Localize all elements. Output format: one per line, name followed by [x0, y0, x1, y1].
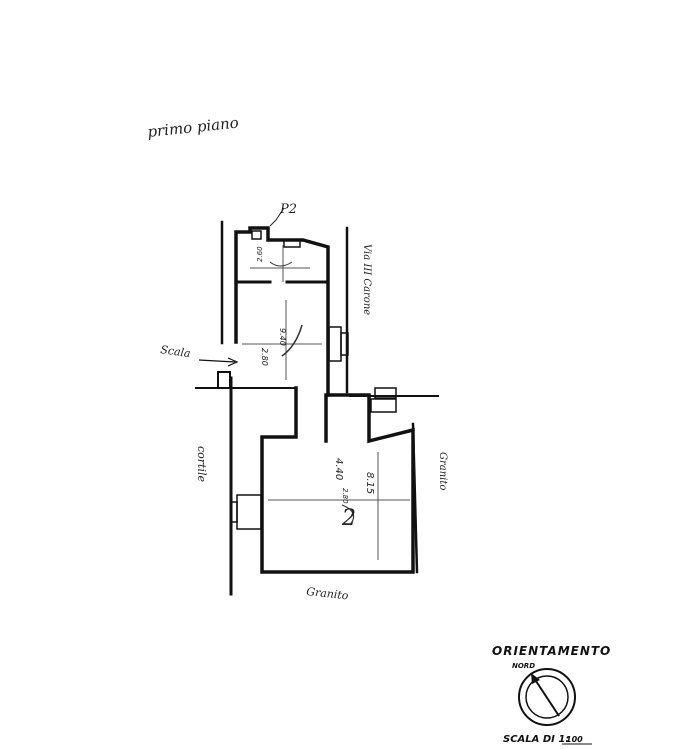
lower-room-curve: [341, 504, 355, 526]
stair-stub: [217, 371, 231, 389]
compass-outer-ring: [518, 668, 576, 726]
mid-room-length-label: 9.40: [278, 328, 287, 346]
upper-room-outline: [234, 226, 330, 397]
street-niche-inner: [340, 332, 349, 356]
corner-niche: [370, 398, 397, 413]
orientation-compass: ORIENTAMENTO NORD SCALA DI 1: 100: [492, 644, 611, 745]
stair-label: Scala: [160, 343, 192, 360]
top-small-box: [251, 230, 262, 240]
scale-label: SCALA DI 1:: [503, 734, 569, 745]
mid-room-curve: [281, 324, 303, 357]
stair-arrow-head: [227, 357, 239, 367]
courtyard-label: cortile: [195, 446, 208, 482]
orientation-title: ORIENTAMENTO: [492, 644, 611, 658]
right-side-label: Granito: [437, 452, 448, 490]
lower-room-length-label: 8.15: [364, 472, 375, 494]
street-label: Via III Carone: [361, 244, 372, 315]
north-label: NORD: [512, 662, 535, 670]
measurement-lines: [198, 245, 410, 560]
lower-room-height-label: 2.80: [341, 488, 349, 504]
courtyard-niche-inner: [230, 501, 238, 523]
right-boundary: [411, 422, 419, 574]
scale-value: 100: [566, 735, 583, 744]
stair-arrow-shaft: [198, 359, 236, 363]
floor-label: primo piano: [147, 113, 240, 140]
upper-room-curve: [269, 261, 293, 267]
corner-niche-2: [374, 387, 397, 399]
lower-room-outline: [260, 386, 415, 574]
room-marker-p2: P2: [279, 202, 297, 217]
room-number-2: 2: [341, 506, 356, 531]
top-marker-box: [283, 239, 301, 248]
room-marker-leader: [269, 207, 285, 227]
street-niche: [328, 326, 342, 362]
niches: [230, 230, 397, 530]
compass-needle-head: [531, 673, 540, 684]
bottom-side-label: Granito: [306, 585, 350, 602]
upper-room-height-label: 2.60: [256, 246, 264, 262]
mid-room-height-label: 2.80: [260, 348, 269, 366]
lower-room-width-label: 4.40: [333, 458, 344, 480]
courtyard-niche: [236, 494, 262, 530]
walls: [195, 220, 439, 596]
compass-needle: [533, 677, 560, 717]
compass-inner-ring: [525, 675, 569, 719]
